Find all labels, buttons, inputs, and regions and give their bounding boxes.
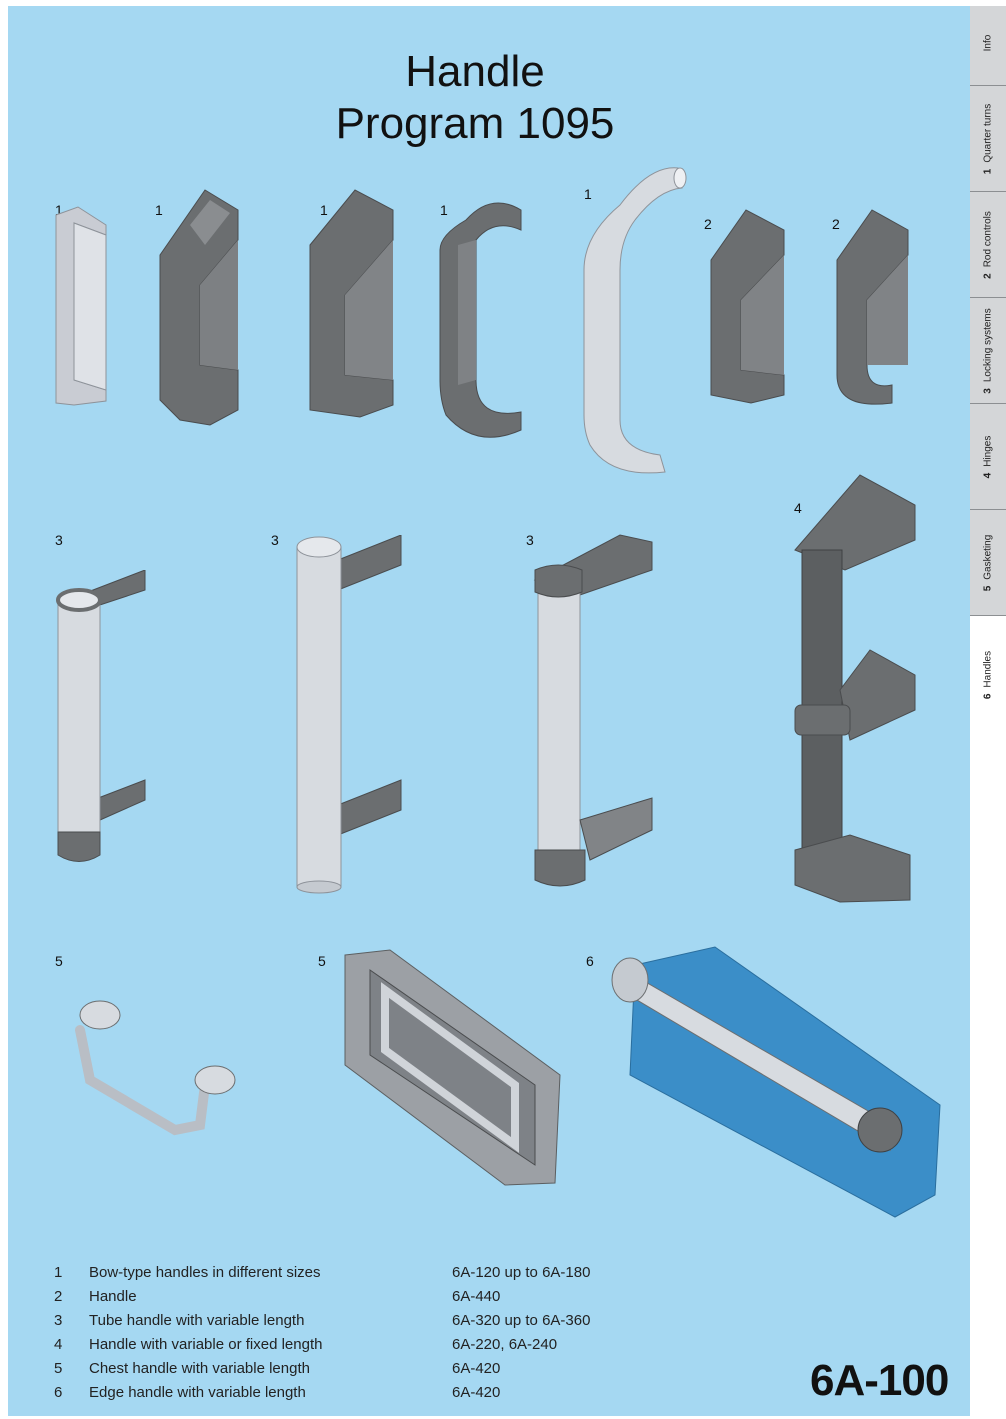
tab-number: 5 (982, 585, 994, 592)
tab-gasketing-label: Gasketing (982, 534, 994, 580)
legend-description: Chest handle with variable length (89, 1360, 310, 1377)
tab-handles[interactable]: 6 Handles (970, 616, 1006, 734)
bow-handle-tube-silver-icon (583, 167, 687, 474)
title-line-1: Handle (405, 47, 545, 96)
figure-number: 1 (55, 202, 63, 218)
handle-short-icon (710, 209, 785, 404)
legend-code: 6A-120 up to 6A-180 (452, 1264, 591, 1281)
tab-quarter-turns[interactable]: 1 Quarter turns (970, 86, 1006, 192)
tube-handle-b-icon (296, 535, 402, 894)
tab-number: 3 (982, 388, 994, 394)
tab-info-label: Info (982, 34, 994, 52)
legend-code: 6A-420 (452, 1384, 501, 1401)
legend-number: 4 (54, 1336, 63, 1353)
figure-number: 3 (55, 532, 63, 548)
tab-number: 6 (982, 693, 994, 700)
legend-description: Tube handle with variable length (89, 1312, 305, 1329)
edge-handle-icon (611, 946, 941, 1218)
legend-description: Handle with variable or fixed length (89, 1336, 323, 1353)
title-line-2: Program 1095 (335, 99, 615, 148)
figure-number: 5 (318, 953, 326, 969)
figure-number: 3 (271, 532, 279, 548)
legend-row: 5 Chest handle with variable length 6A-4… (48, 1360, 648, 1384)
legend-number: 2 (54, 1288, 63, 1305)
tab-rod-controls[interactable]: 2 Rod controls (970, 192, 1006, 298)
legend-number: 6 (54, 1384, 63, 1401)
variable-length-handle-icon (794, 474, 916, 903)
tab-info[interactable]: Info (970, 6, 1006, 86)
page-title: Handle Program 1095 (300, 46, 650, 150)
bow-handle-angled-icon (309, 189, 394, 418)
section-tabs: Info 1 Quarter turns 2 Rod controls 3 Locki… (970, 6, 1006, 734)
figure-number: 1 (584, 186, 592, 202)
handle-short-rounded-icon (836, 209, 909, 405)
figure-number: 5 (55, 953, 63, 969)
legend-row: 3 Tube handle with variable length 6A-32… (48, 1312, 648, 1336)
legend-code: 6A-220, 6A-240 (452, 1336, 558, 1353)
legend-code: 6A-420 (452, 1360, 501, 1377)
legend-number: 5 (54, 1360, 63, 1377)
legend-number: 1 (54, 1264, 63, 1281)
figure-number: 1 (155, 202, 163, 218)
figure-number: 3 (526, 532, 534, 548)
tab-handles-label: Handles (982, 650, 994, 688)
figure-number: 2 (832, 216, 840, 232)
legend-description: Bow-type handles in different sizes (89, 1264, 321, 1281)
tab-hinges[interactable]: 4 Hinges (970, 404, 1006, 510)
figure-number: 6 (586, 953, 594, 969)
tab-quarter-turns-label: Quarter turns (982, 103, 994, 163)
tab-gasketing[interactable]: 5 Gasketing (970, 510, 1006, 616)
tab-locking-systems-label: Locking systems (982, 308, 994, 383)
legend-row: 1 Bow-type handles in different sizes 6A… (48, 1264, 648, 1288)
chest-handle-recessed-icon (344, 949, 561, 1186)
bow-handle-light-icon (55, 206, 107, 406)
tab-hinges-label: Hinges (982, 435, 994, 467)
legend-row: 2 Handle 6A-440 (48, 1288, 648, 1312)
tab-number: 1 (982, 168, 994, 175)
legend-code: 6A-440 (452, 1288, 501, 1305)
chest-handle-wire-icon (75, 1000, 236, 1136)
legend-row: 4 Handle with variable or fixed length 6… (48, 1336, 648, 1360)
tube-handle-c-icon (533, 534, 653, 887)
tab-number: 4 (982, 472, 994, 479)
bow-handle-dark-icon (159, 189, 239, 426)
figure-number: 1 (320, 202, 328, 218)
legend-row: 6 Edge handle with variable length 6A-42… (48, 1384, 648, 1408)
tab-rod-controls-label: Rod controls (982, 211, 994, 268)
legend-number: 3 (54, 1312, 63, 1329)
figure-number: 1 (440, 202, 448, 218)
legend-description: Handle (89, 1288, 137, 1305)
legend-code: 6A-320 up to 6A-360 (452, 1312, 591, 1329)
figure-number: 4 (794, 500, 802, 516)
tube-handle-a-icon (56, 570, 146, 862)
legend-description: Edge handle with variable length (89, 1384, 306, 1401)
tab-locking-systems[interactable]: 3 Locking systems (970, 298, 1006, 404)
tab-number: 2 (982, 273, 994, 279)
bow-handle-rounded-icon (439, 202, 522, 438)
page-code: 6A-100 (810, 1356, 949, 1405)
figure-number: 2 (704, 216, 712, 232)
